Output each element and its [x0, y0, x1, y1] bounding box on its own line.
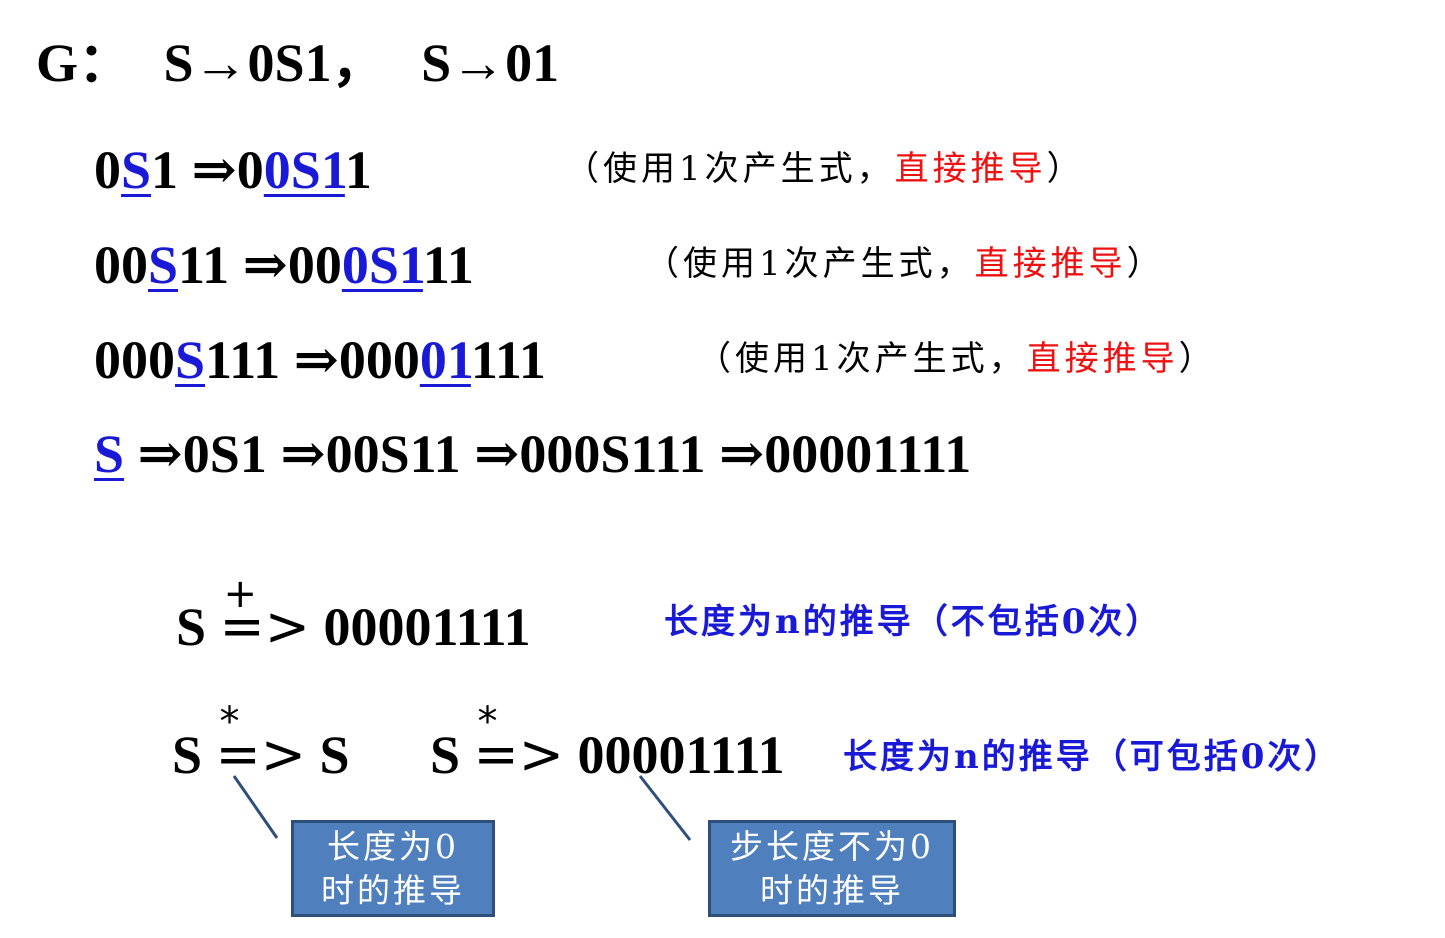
result-replacement: 0S1	[263, 140, 345, 200]
callout-line-1: 步长度不为0	[730, 826, 934, 866]
star-derivation-zero: S *=> S	[172, 702, 350, 785]
grammar-title: G： S→0S1， S→01	[36, 36, 559, 90]
derive-arrow-icon: ⇒	[293, 327, 339, 391]
derivation-right: 00001111	[564, 725, 785, 785]
derives-symbol: =>	[473, 723, 565, 786]
step-prefix: 00	[94, 235, 148, 295]
note-text: （使用1次产生式，	[697, 339, 1027, 379]
step-suffix: 1	[151, 140, 192, 200]
step-3-note: （使用1次产生式，直接推导）	[697, 342, 1217, 376]
derivation-right: 00001111	[310, 597, 531, 657]
callout-connector-2	[638, 775, 692, 841]
derivation-step-1: 0S1 ⇒00S11	[94, 142, 372, 197]
step-2-note: （使用1次产生式，直接推导）	[645, 247, 1165, 281]
note-emphasis: 直接推导	[894, 149, 1047, 189]
derivation-right: S	[306, 725, 350, 785]
step-suffix: 111	[205, 330, 294, 390]
step-rewritten-symbol: S	[148, 235, 179, 295]
grammar-label: G：	[36, 33, 133, 93]
result-prefix: 0	[236, 140, 264, 200]
note-text: （使用1次产生式，	[565, 149, 895, 189]
note-text: （使用1次产生式，	[645, 244, 975, 284]
result-suffix: 1	[344, 140, 372, 200]
result-replacement: 01	[419, 330, 471, 390]
note-emphasis: 直接推导	[1026, 339, 1179, 379]
derivation-step-3: 000S111 ⇒00001111	[94, 332, 546, 387]
star-mark-icon: *	[477, 699, 498, 745]
callout-zero-length: 长度为0 时的推导	[291, 820, 495, 917]
star-mark-icon: *	[219, 699, 240, 745]
step-rewritten-symbol: S	[121, 140, 152, 200]
plus-derivation-note: 长度为n的推导（不包括0次）	[664, 602, 1163, 642]
result-replacement: 0S1	[341, 235, 423, 295]
step-prefix: 0	[94, 140, 121, 200]
note-close: ）	[1046, 149, 1085, 189]
derives-symbol: =>	[219, 595, 311, 658]
derive-arrow-icon: ⇒	[191, 137, 237, 201]
step-1-note: （使用1次产生式，直接推导）	[565, 152, 1085, 186]
callout-connector-1	[232, 775, 279, 839]
derivation-step-2: 00S11 ⇒000S111	[94, 237, 474, 292]
star-derivation-full: S *=> 00001111	[430, 702, 785, 785]
callout-line-2: 时的推导	[321, 870, 465, 910]
step-suffix: 11	[178, 235, 243, 295]
derivation-left: S	[430, 725, 474, 785]
derive-arrow-icon: ⇒	[242, 232, 288, 296]
callout-nonzero-length: 步长度不为0 时的推导	[708, 820, 956, 917]
callout-line-2: 时的推导	[760, 870, 904, 910]
star-derivation-note: 长度为n的推导（可包括0次）	[843, 737, 1342, 777]
chain-start-symbol: S	[94, 424, 125, 484]
result-prefix: 000	[338, 330, 420, 390]
derivation-left: S	[172, 725, 216, 785]
note-close: ）	[1126, 244, 1165, 284]
step-rewritten-symbol: S	[175, 330, 206, 390]
grammar-rule-2: S→01	[421, 33, 560, 93]
result-suffix: 11	[422, 235, 474, 295]
grammar-rule-1: S→0S1，	[163, 33, 386, 93]
chain-steps: ⇒0S1 ⇒00S11 ⇒000S111 ⇒00001111	[124, 424, 972, 484]
derivation-left: S	[176, 597, 220, 657]
step-prefix: 000	[94, 330, 175, 390]
plus-derivation: S +=> 00001111	[176, 574, 531, 657]
note-emphasis: 直接推导	[974, 244, 1127, 284]
callout-line-1: 长度为0	[327, 826, 459, 866]
derivation-chain: S ⇒0S1 ⇒00S11 ⇒000S111 ⇒00001111	[94, 427, 971, 481]
note-close: ）	[1178, 339, 1217, 379]
result-prefix: 00	[287, 235, 342, 295]
result-suffix: 111	[470, 330, 546, 390]
plus-mark-icon: +	[223, 571, 258, 617]
derives-symbol: =>	[215, 723, 307, 786]
